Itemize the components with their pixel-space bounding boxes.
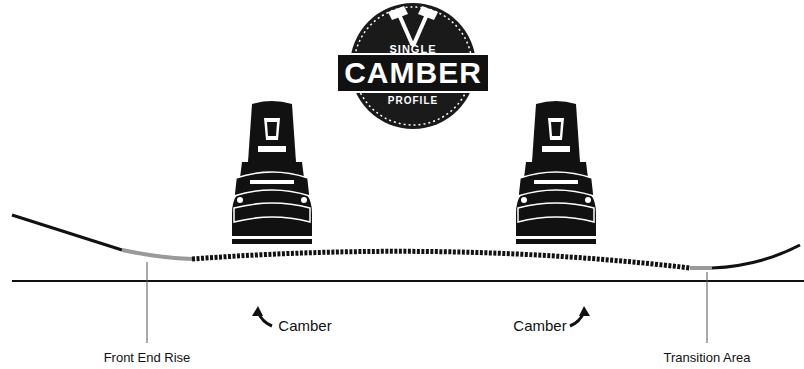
badge-title: CAMBER (336, 53, 490, 93)
badge-circle: SINGLECAMBERPROFILE (350, 3, 476, 129)
callout-label: Transition Area (664, 351, 751, 365)
camber-label: Camber (278, 318, 331, 335)
callout-label: Front End Rise (104, 351, 191, 365)
badge-small-text: PROFILE (388, 96, 438, 106)
camber-label: Camber (513, 318, 566, 335)
